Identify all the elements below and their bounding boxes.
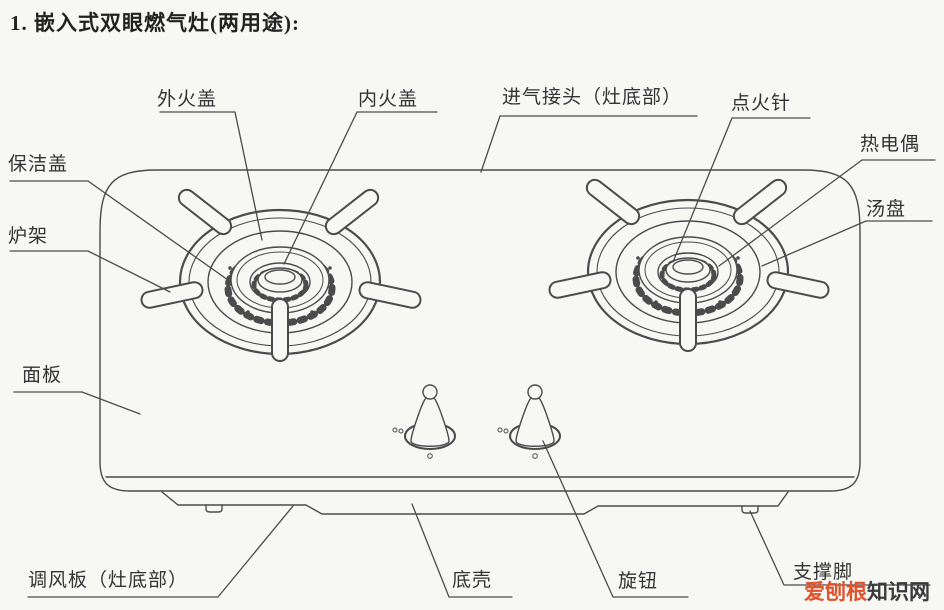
label-inner-flame-cap: 内火盖 bbox=[358, 89, 419, 110]
knob-drop-mark bbox=[427, 453, 433, 459]
leader-drip-pan bbox=[761, 220, 933, 267]
grate-prongs bbox=[140, 188, 422, 362]
right-knob[interactable] bbox=[497, 384, 561, 459]
label-clean-cover: 保洁盖 bbox=[8, 154, 69, 175]
leader-thermocouple bbox=[718, 159, 936, 267]
left-support-foot bbox=[205, 504, 223, 513]
knob-drop-mark bbox=[532, 453, 538, 459]
watermark-highlight: 爱刨根 bbox=[804, 581, 867, 604]
label-drip-pan: 汤盘 bbox=[866, 199, 907, 220]
right-support-foot bbox=[741, 505, 759, 514]
leader-ignition-needle bbox=[672, 117, 811, 263]
label-pan-support: 炉架 bbox=[8, 226, 49, 247]
left-knob[interactable] bbox=[392, 384, 456, 459]
label-support-foot: 支撑脚 bbox=[793, 562, 854, 583]
watermark-rest: 知识网 bbox=[867, 581, 930, 604]
page-title: 1. 嵌入式双眼燃气灶(两用途): bbox=[10, 11, 300, 35]
label-air-adjust-plate: 调风板（灶底部） bbox=[28, 570, 189, 591]
leader-inner-flame-cap bbox=[283, 111, 438, 265]
label-outer-flame-cap: 外火盖 bbox=[157, 89, 218, 110]
label-bottom-shell: 底壳 bbox=[452, 570, 493, 591]
label-panel: 面板 bbox=[22, 365, 63, 386]
leader-support-foot bbox=[749, 510, 931, 586]
label-thermocouple: 热电偶 bbox=[860, 134, 921, 155]
leader-gas-inlet bbox=[480, 115, 698, 173]
bottom-shell bbox=[161, 491, 789, 515]
leader-lines bbox=[9, 111, 936, 598]
label-ignition-needle: 点火针 bbox=[731, 93, 792, 114]
grate-prongs bbox=[548, 178, 830, 352]
leader-panel bbox=[13, 391, 141, 415]
leader-bottom-shell bbox=[411, 503, 513, 598]
label-gas-inlet: 进气接头（灶底部） bbox=[502, 87, 683, 108]
right-burner bbox=[548, 178, 830, 352]
leader-pan-support bbox=[9, 250, 171, 293]
site-watermark: 爱刨根知识网 bbox=[804, 576, 930, 606]
label-knob: 旋钮 bbox=[618, 571, 659, 592]
leader-outer-flame-cap bbox=[159, 111, 263, 241]
leader-clean-cover bbox=[9, 180, 229, 281]
left-burner bbox=[140, 188, 422, 362]
leader-knob bbox=[542, 440, 689, 598]
leader-air-adjust-plate bbox=[27, 505, 294, 598]
